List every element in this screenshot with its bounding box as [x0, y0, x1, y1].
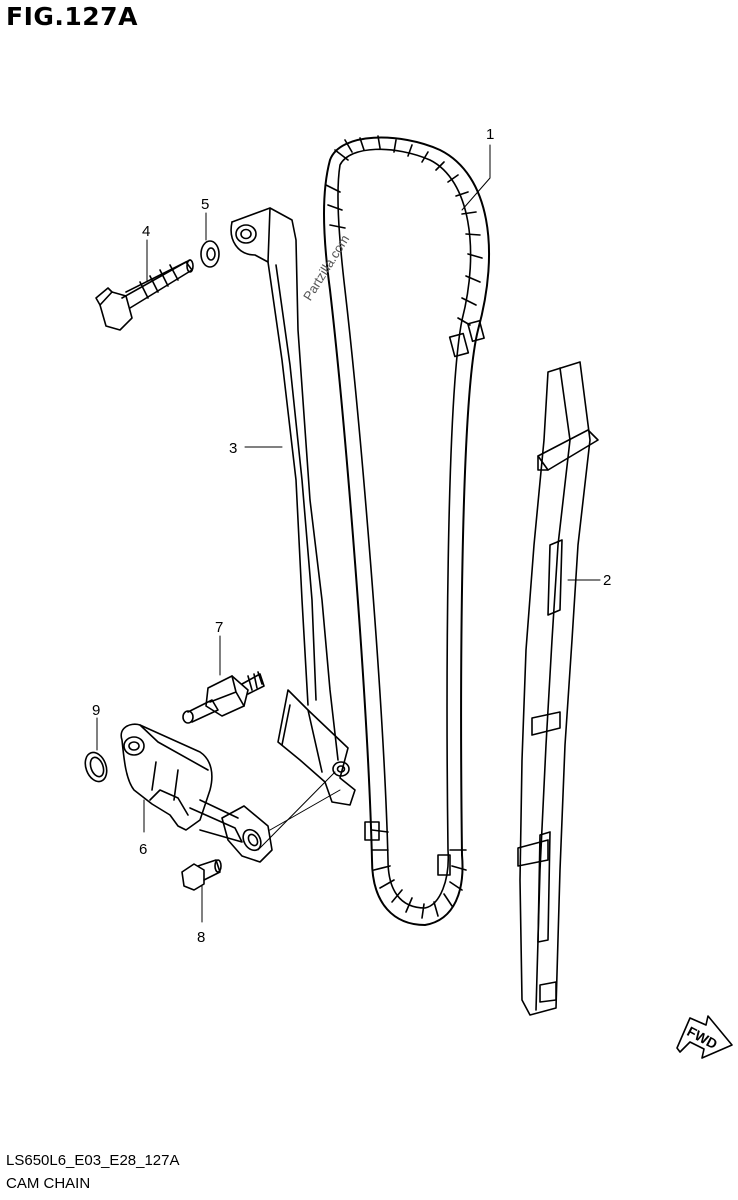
diagram-caption: CAM CHAIN	[6, 1175, 91, 1192]
diagram-code: LS650L6_E03_E28_127A	[6, 1152, 180, 1169]
callout-2: 2	[603, 572, 611, 589]
callout-9: 9	[92, 702, 100, 719]
forward-direction-arrow	[676, 1015, 733, 1059]
cam-chain[interactable]	[323, 135, 491, 926]
figure-title: FIG.127A	[6, 2, 138, 31]
callout-1: 1	[486, 126, 494, 143]
callout-7: 7	[215, 619, 223, 636]
bolt-part-8[interactable]	[181, 859, 222, 891]
chain-tensioner-guide[interactable]	[230, 207, 356, 806]
callout-6: 6	[139, 841, 147, 858]
washer-part-5[interactable]	[200, 240, 220, 268]
callout-8: 8	[197, 929, 205, 946]
bolt-part-4[interactable]	[95, 259, 194, 331]
leader-lines	[96, 144, 601, 923]
callout-5: 5	[201, 196, 209, 213]
callout-3: 3	[229, 440, 237, 457]
bolt-part-7[interactable]	[182, 671, 265, 724]
chain-guide[interactable]	[517, 361, 599, 1016]
callout-4: 4	[142, 223, 150, 240]
tensioner-adjuster[interactable]	[120, 723, 273, 863]
o-ring-part-9[interactable]	[81, 749, 110, 784]
